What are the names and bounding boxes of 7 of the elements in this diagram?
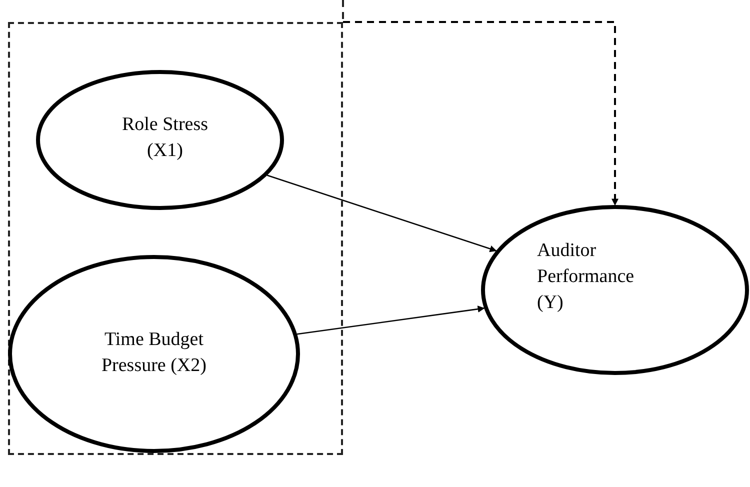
arrow [296, 306, 485, 335]
dashed-boundary-box [8, 22, 343, 455]
arrow [266, 174, 497, 252]
construct-label: Time Budget Pressure (X2) [100, 328, 208, 378]
construct-label: Auditor Performance (Y) [537, 239, 636, 315]
arrow [343, 21, 618, 206]
construct-label: Role Stress (X1) [120, 113, 210, 163]
